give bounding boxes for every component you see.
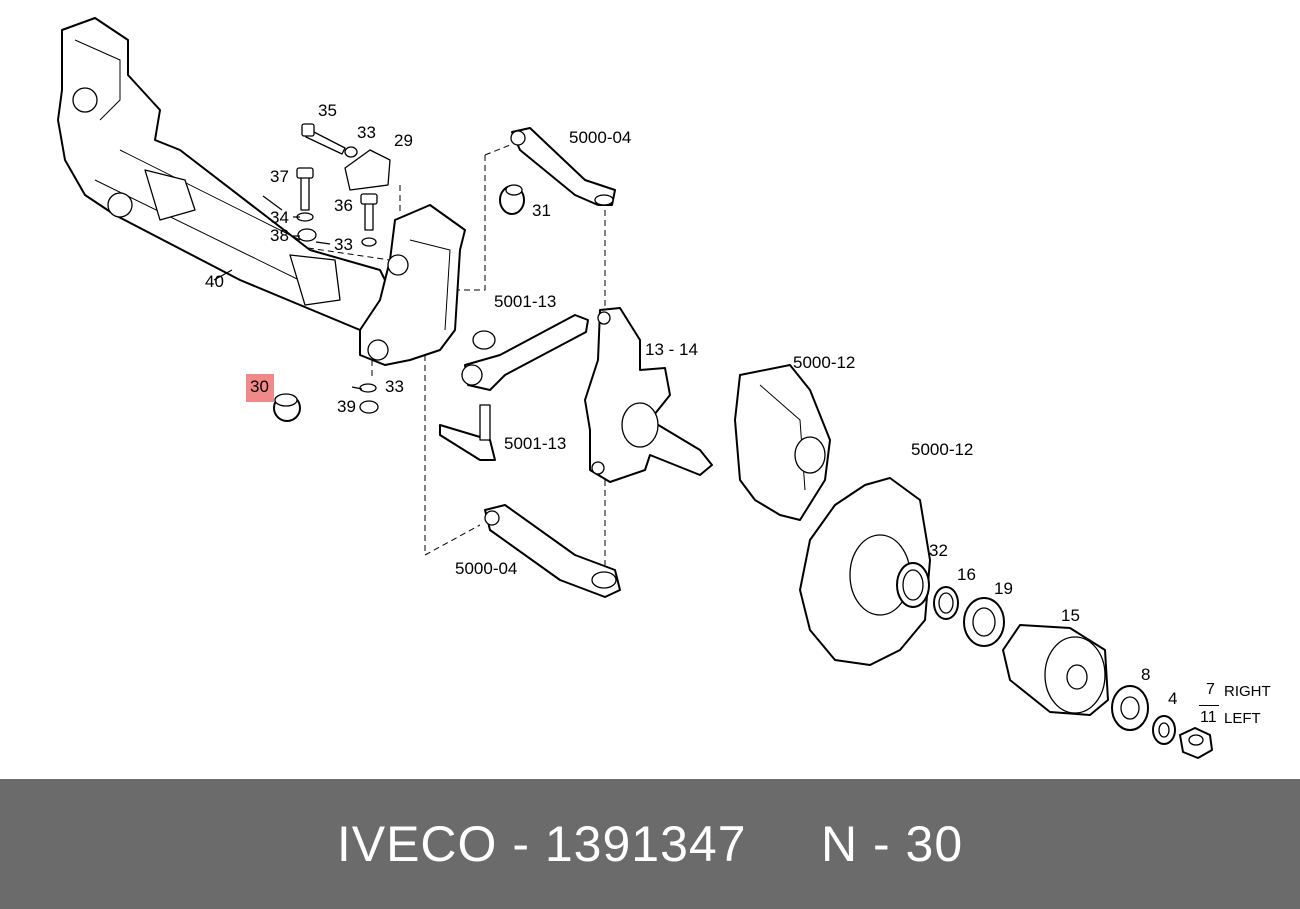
callout-5001-13-upper: 5001-13 xyxy=(494,292,557,311)
hub-15 xyxy=(1002,624,1109,716)
callout-34: 34 xyxy=(270,208,289,227)
callout-39: 39 xyxy=(337,397,356,416)
callout-37: 37 xyxy=(270,167,289,186)
part-31 xyxy=(499,184,525,215)
diagram-drawing xyxy=(57,17,1213,759)
callout-4: 4 xyxy=(1168,689,1178,708)
leader-lines xyxy=(213,195,363,390)
callout-29: 29 xyxy=(394,131,413,150)
steering-knuckle xyxy=(584,307,713,483)
legend-fraction-line xyxy=(1199,705,1219,706)
bearing-19 xyxy=(963,597,1005,647)
legend-left-number: 11 xyxy=(1200,709,1217,726)
callout-31: 31 xyxy=(532,201,551,220)
footer-part-number: IVECO - 1391347 N - 30 xyxy=(336,816,964,872)
callout-33: 33 xyxy=(385,377,404,396)
nut-7-11 xyxy=(1179,727,1213,759)
callout-5000-04-upper: 5000-04 xyxy=(569,128,632,147)
callout-32: 32 xyxy=(929,541,948,560)
callout-33: 33 xyxy=(334,235,353,254)
footer-bar: IVECO - 1391347 N - 30 xyxy=(0,779,1300,909)
brake-disc-shield xyxy=(799,477,931,666)
seal-32 xyxy=(896,562,930,608)
washer-4 xyxy=(1152,715,1176,745)
legend-left-label: LEFT xyxy=(1224,710,1261,727)
upper-arm xyxy=(510,127,616,206)
callout-8: 8 xyxy=(1141,665,1151,684)
callout-35: 35 xyxy=(318,101,337,120)
spring-bracket xyxy=(344,149,466,366)
axle-beam xyxy=(57,17,421,361)
callout-40: 40 xyxy=(205,272,224,291)
callout-5000-12-disc: 5000-12 xyxy=(911,440,974,459)
legend-right-number: 7 xyxy=(1206,681,1215,698)
callout-15: 15 xyxy=(1061,606,1080,625)
callout-13-14: 13 - 14 xyxy=(645,340,698,359)
assembly-dashed-lines xyxy=(307,144,606,565)
callout-33: 33 xyxy=(357,123,376,142)
callout-38: 38 xyxy=(270,226,289,245)
callout-5001-13-lower: 5001-13 xyxy=(504,434,567,453)
ball-joint xyxy=(439,404,496,461)
fasteners xyxy=(296,123,496,414)
callout-5000-12-caliper: 5000-12 xyxy=(793,353,856,372)
tie-rod xyxy=(461,314,589,391)
callout-19: 19 xyxy=(994,579,1013,598)
callout-5000-04-lower: 5000-04 xyxy=(455,559,518,578)
ring-16 xyxy=(933,586,959,620)
part-30-bush xyxy=(273,393,301,422)
callout-30-highlighted: 30 xyxy=(246,374,274,402)
brake-caliper xyxy=(734,364,831,521)
callout-16: 16 xyxy=(957,565,976,584)
callout-36: 36 xyxy=(334,196,353,215)
lower-arm xyxy=(484,504,621,598)
bearing-8 xyxy=(1111,685,1149,731)
exploded-parts-diagram: 35 33 29 37 36 34 38 33 40 30 33 39 5000… xyxy=(57,17,1271,759)
legend-right-label: RIGHT xyxy=(1224,683,1271,700)
